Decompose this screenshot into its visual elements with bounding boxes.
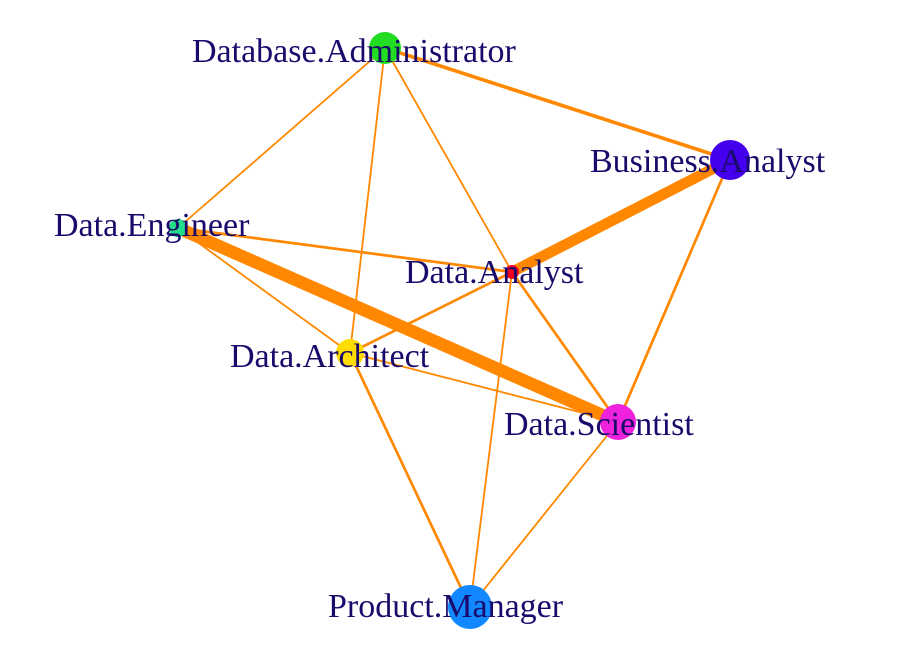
node-pm xyxy=(448,585,492,629)
edge-ds-pm xyxy=(469,421,619,608)
node-de xyxy=(169,219,187,237)
node-label-dba: Database.Administrator xyxy=(192,33,517,70)
node-dba xyxy=(369,32,401,64)
edge-de-da xyxy=(176,226,514,274)
node-label-ba: Business.Analyst xyxy=(590,143,826,180)
edge-ba-da xyxy=(506,154,736,278)
node-da xyxy=(505,265,519,279)
edge-da-arch xyxy=(348,270,514,355)
node-label-ds: Data.Scientist xyxy=(504,406,694,443)
node-label-arch: Data.Architect xyxy=(230,338,430,375)
node-ds xyxy=(600,404,636,440)
label-layer: Database.AdministratorBusiness.AnalystDa… xyxy=(54,33,826,625)
edge-ba-ds xyxy=(616,158,732,424)
node-arch xyxy=(336,339,364,367)
edge-da-ds xyxy=(510,270,620,424)
node-label-da: Data.Analyst xyxy=(405,254,584,291)
edge-dba-de xyxy=(177,47,386,229)
node-ba xyxy=(710,140,750,180)
edge-arch-ds xyxy=(349,352,619,423)
node-label-pm: Product.Manager xyxy=(328,588,564,625)
edge-dba-da xyxy=(384,47,513,273)
edge-layer xyxy=(171,46,736,609)
node-label-de: Data.Engineer xyxy=(54,207,250,244)
edge-arch-pm xyxy=(348,351,472,609)
edge-de-arch xyxy=(177,227,351,354)
node-layer xyxy=(169,32,750,629)
edge-dba-ba xyxy=(383,46,732,162)
edge-de-ds xyxy=(171,221,625,429)
edge-da-pm xyxy=(469,271,513,608)
